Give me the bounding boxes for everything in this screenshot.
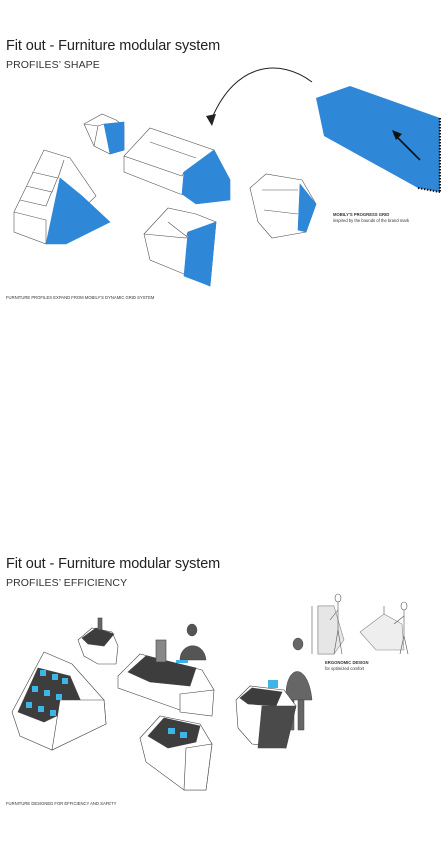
section-2-subtitle: PROFILES’ EFFICIENCY bbox=[6, 577, 128, 589]
section-2-caption: FURNITURE DESIGNED FOR EFFICIENCY AND SA… bbox=[6, 801, 117, 806]
progress-grid-note-text: inspired by the bounds of the brand mark bbox=[333, 218, 410, 223]
curved-arrow bbox=[211, 67, 313, 119]
stepped-shelf-module bbox=[13, 149, 111, 245]
hexagonal-module bbox=[249, 173, 317, 239]
profiles-shape-illustration bbox=[13, 67, 441, 287]
tablet-standing-module bbox=[139, 715, 213, 791]
display-shelf-module bbox=[11, 651, 107, 751]
progress-grid-note-heading: MOBILY'S PROGRESS GRID bbox=[333, 212, 390, 217]
profiles-efficiency-illustration bbox=[11, 593, 409, 791]
person-silhouette-1 bbox=[179, 623, 207, 661]
central-counter-module bbox=[117, 639, 215, 717]
standing-module bbox=[143, 207, 217, 287]
arrow-head bbox=[206, 114, 216, 126]
progress-grid-shape bbox=[316, 86, 441, 193]
section-2-title: Fit out - Furniture modular system bbox=[6, 556, 221, 572]
section-1-caption: FURNITURE PROFILES EXPAND FROM MOBILY'S … bbox=[6, 295, 155, 300]
long-counter-module bbox=[123, 127, 231, 205]
small-module bbox=[83, 113, 125, 155]
ergonomic-note: ERGONOMIC DESIGN for optimized comfort bbox=[325, 660, 369, 672]
section-1-title: Fit out - Furniture modular system bbox=[6, 38, 221, 54]
ergonomic-note-text: for optimized comfort bbox=[325, 666, 365, 671]
ergonomic-note-heading: ERGONOMIC DESIGN bbox=[325, 660, 369, 665]
section-1-subtitle: PROFILES’ SHAPE bbox=[6, 59, 100, 71]
kiosk-module bbox=[235, 680, 297, 749]
ergonomic-diagram bbox=[311, 593, 409, 655]
progress-grid-note: MOBILY'S PROGRESS GRID inspired by the b… bbox=[333, 212, 409, 224]
pedestal-module bbox=[77, 617, 119, 665]
